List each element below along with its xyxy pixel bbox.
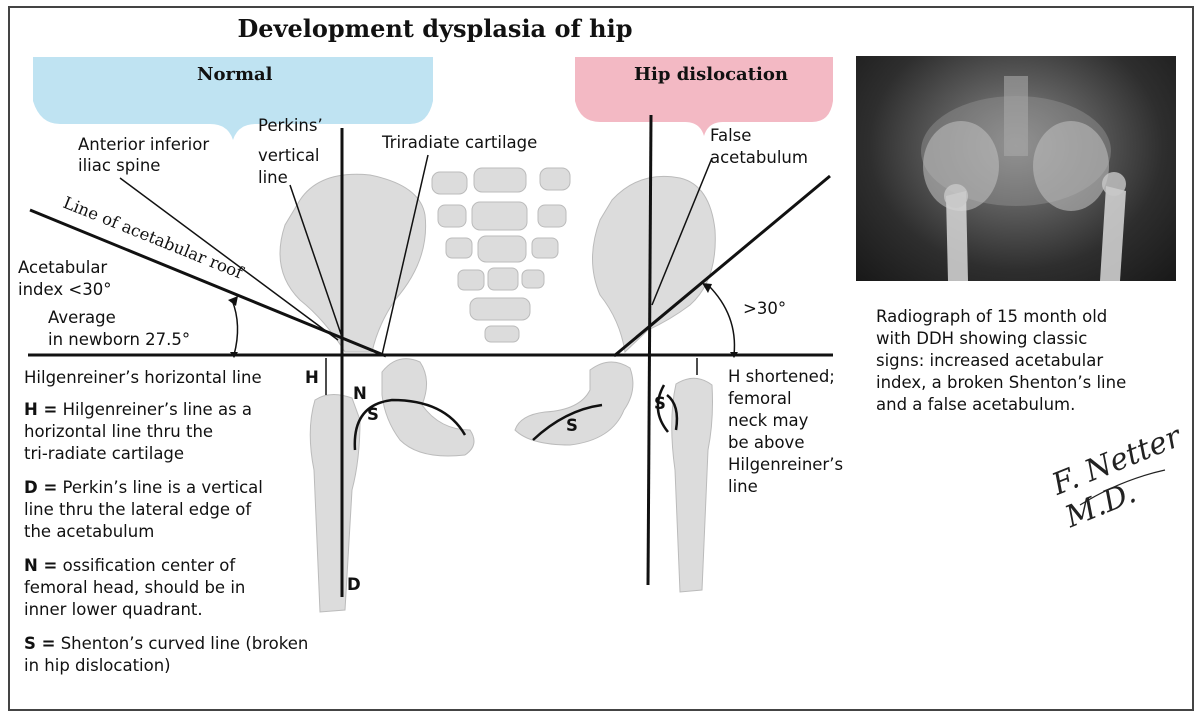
aiis-label-line2: iliac spine bbox=[78, 155, 160, 176]
false-acetabulum-label-line2: acetabulum bbox=[710, 147, 808, 168]
acetabular-index-line2: index <30° bbox=[18, 279, 111, 300]
caption-line5: and a false acetabulum. bbox=[876, 394, 1075, 415]
false-acetabulum-label-line1: False bbox=[710, 125, 751, 146]
right-femur bbox=[672, 378, 713, 592]
marker-s-right: S bbox=[654, 393, 666, 414]
dislocation-label: Hip dislocation bbox=[634, 64, 788, 85]
legend-n-line1: N = ossification center of bbox=[24, 555, 235, 576]
left-ischium bbox=[382, 359, 474, 456]
marker-s-left: S bbox=[367, 404, 379, 425]
legend-d-line1: D = Perkin’s line is a vertical bbox=[24, 477, 263, 498]
caption-line2: with DDH showing classic bbox=[876, 328, 1087, 349]
hilgenreiner-label: Hilgenreiner’s horizontal line bbox=[24, 367, 262, 388]
normal-label: Normal bbox=[197, 64, 273, 85]
average-line1: Average bbox=[48, 307, 116, 328]
legend-n-line2: femoral head, should be in bbox=[24, 577, 245, 598]
caption-line3: signs: increased acetabular bbox=[876, 350, 1103, 371]
legend-d-line3: the acetabulum bbox=[24, 521, 154, 542]
perkins-label-line3: line bbox=[258, 167, 288, 188]
aiis-label-line1: Anterior inferior bbox=[78, 134, 209, 155]
h-shortened-line3: neck may bbox=[728, 410, 808, 431]
right-ilium bbox=[593, 176, 716, 352]
caption-line1: Radiograph of 15 month old bbox=[876, 306, 1107, 327]
h-shortened-line4: be above bbox=[728, 432, 804, 453]
legend-h-line3: tri-radiate cartilage bbox=[24, 443, 184, 464]
acetabular-index-line1: Acetabular bbox=[18, 257, 107, 278]
legend-h-line2: horizontal line thru the bbox=[24, 421, 213, 442]
perkins-label-line1: Perkins’ bbox=[258, 115, 323, 136]
legend-n-line3: inner lower quadrant. bbox=[24, 599, 203, 620]
h-shortened-line5: Hilgenreiner’s bbox=[728, 454, 843, 475]
legend-d-line2: line thru the lateral edge of bbox=[24, 499, 251, 520]
gt30-label: >30° bbox=[743, 298, 786, 319]
h-shortened-line1: H shortened; bbox=[728, 366, 835, 387]
marker-n: N bbox=[353, 383, 367, 404]
legend-s-line2: in hip dislocation) bbox=[24, 655, 171, 676]
marker-d: D bbox=[347, 574, 361, 595]
average-line2: in newborn 27.5° bbox=[48, 329, 190, 350]
radiograph-image bbox=[856, 56, 1176, 281]
marker-s-middle: S bbox=[566, 415, 578, 436]
legend-s-line1: S = Shenton’s curved line (broken bbox=[24, 633, 308, 654]
legend-h-line1: H = Hilgenreiner’s line as a bbox=[24, 399, 252, 420]
h-shortened-line6: line bbox=[728, 476, 758, 497]
marker-h: H bbox=[305, 367, 319, 388]
h-shortened-line2: femoral bbox=[728, 388, 792, 409]
caption-line4: index, a broken Shenton’s line bbox=[876, 372, 1126, 393]
dislocation-brace bbox=[575, 101, 833, 136]
triradiate-label: Triradiate cartilage bbox=[382, 132, 537, 153]
sacrum bbox=[432, 168, 570, 342]
perkins-label-line2: vertical bbox=[258, 145, 320, 166]
